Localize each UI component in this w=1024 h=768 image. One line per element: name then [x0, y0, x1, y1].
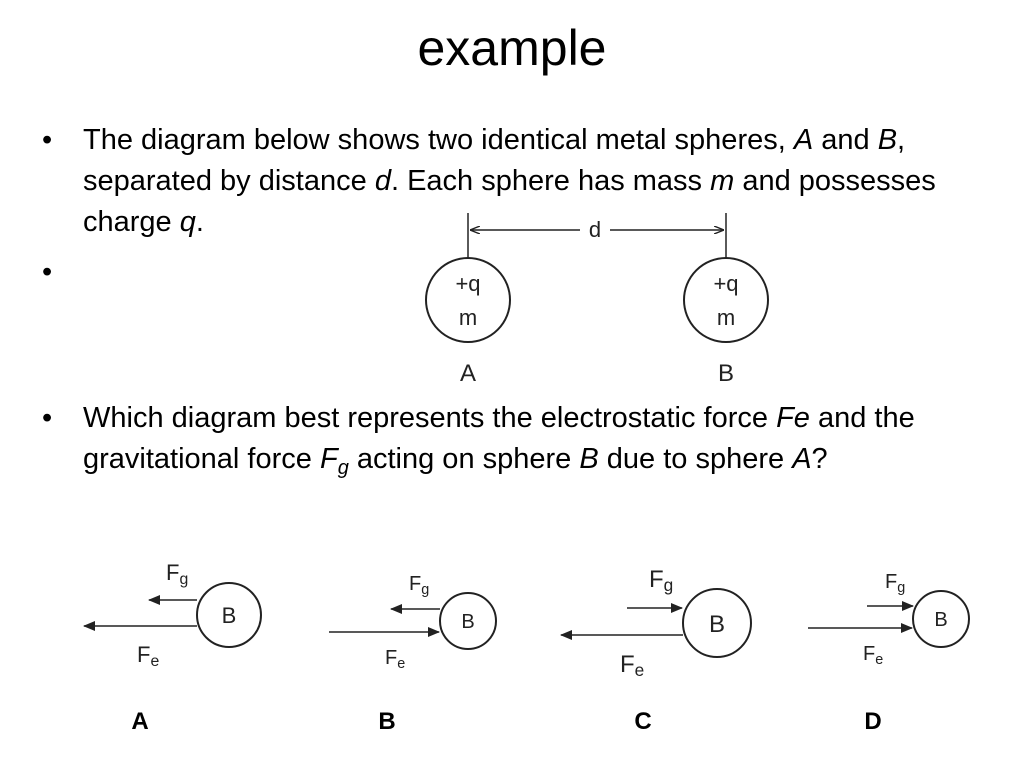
intro-text-5: and possesses charge — [83, 165, 936, 238]
option-c-sphere — [682, 588, 752, 658]
sphere-b-var-q: B — [579, 443, 599, 475]
intro-text-6: . — [195, 206, 204, 238]
option-a-diagram[interactable]: B Fg Fe — [75, 552, 275, 677]
sphere-b — [683, 257, 769, 343]
sphere-b-label: B — [718, 360, 734, 387]
option-c-label[interactable]: C — [634, 708, 652, 735]
question-intro: The diagram below shows two identical me… — [83, 120, 1018, 243]
option-b-sphere-label: B — [461, 611, 474, 633]
option-b-sphere — [439, 592, 497, 650]
option-a-sphere-label: B — [222, 603, 237, 628]
option-c-fe-label: Fe — [620, 651, 644, 680]
fg-var-subscript: g — [337, 457, 349, 479]
sphere-a-var: A — [793, 124, 814, 156]
intro-text-1: The diagram below shows two identical me… — [83, 124, 794, 156]
bullet-marker-1: • — [42, 124, 53, 156]
slide-title: example — [417, 20, 607, 76]
intro-text-2: and — [813, 124, 878, 156]
question-text-1: Which diagram best represents the electr… — [83, 402, 777, 434]
option-d-fe-label: Fe — [863, 643, 883, 668]
sphere-a-charge: +q — [455, 271, 480, 296]
option-c-diagram[interactable]: B Fg Fe — [555, 552, 765, 687]
option-a-fe-label: Fe — [137, 642, 159, 670]
sphere-a-var-q: A — [792, 443, 812, 475]
sphere-a-label: A — [460, 360, 476, 387]
option-b-fg-label: Fg — [409, 573, 429, 598]
option-b-label[interactable]: B — [378, 708, 396, 735]
option-d-sphere-label: B — [934, 609, 947, 631]
distance-var: d — [374, 165, 391, 197]
fg-var-main: F — [319, 443, 338, 475]
charge-var: q — [179, 206, 196, 238]
sphere-a-mass: m — [459, 305, 477, 330]
option-d-fg-label: Fg — [885, 571, 905, 596]
option-b-fe-label: Fe — [385, 647, 405, 672]
question-text: Which diagram best represents the electr… — [83, 398, 1018, 489]
sphere-b-charge: +q — [713, 271, 738, 296]
option-c-sphere-label: B — [709, 611, 725, 638]
intro-text-4: . Each sphere has mass — [390, 165, 711, 197]
mass-var: m — [710, 165, 735, 197]
intro-text-3: , separated by distance — [83, 124, 906, 197]
bullet-marker-2: • — [42, 256, 53, 288]
option-a-fg-label: Fg — [166, 560, 188, 588]
option-a-label[interactable]: A — [131, 708, 149, 735]
option-d-sphere — [912, 590, 970, 648]
option-c-fg-label: Fg — [649, 566, 673, 595]
option-b-diagram[interactable]: B Fg Fe — [325, 552, 515, 677]
option-d-diagram[interactable]: B Fg Fe — [805, 552, 995, 677]
sphere-a — [425, 257, 511, 343]
setup-diagram: d +q m A +q m B — [425, 213, 769, 387]
sphere-b-mass: m — [717, 305, 735, 330]
fe-var: Fe — [776, 402, 810, 434]
distance-label: d — [589, 217, 601, 242]
question-text-2: and the gravitational force — [83, 402, 915, 475]
question-text-5: ? — [811, 443, 828, 475]
question-text-3: acting on sphere — [348, 443, 580, 475]
sphere-b-var: B — [877, 124, 898, 156]
option-a-sphere — [196, 582, 262, 648]
option-d-label[interactable]: D — [864, 708, 882, 735]
bullet-marker-3: • — [42, 402, 53, 434]
fg-var: Fg — [319, 443, 349, 479]
question-text-4: due to sphere — [598, 443, 793, 475]
